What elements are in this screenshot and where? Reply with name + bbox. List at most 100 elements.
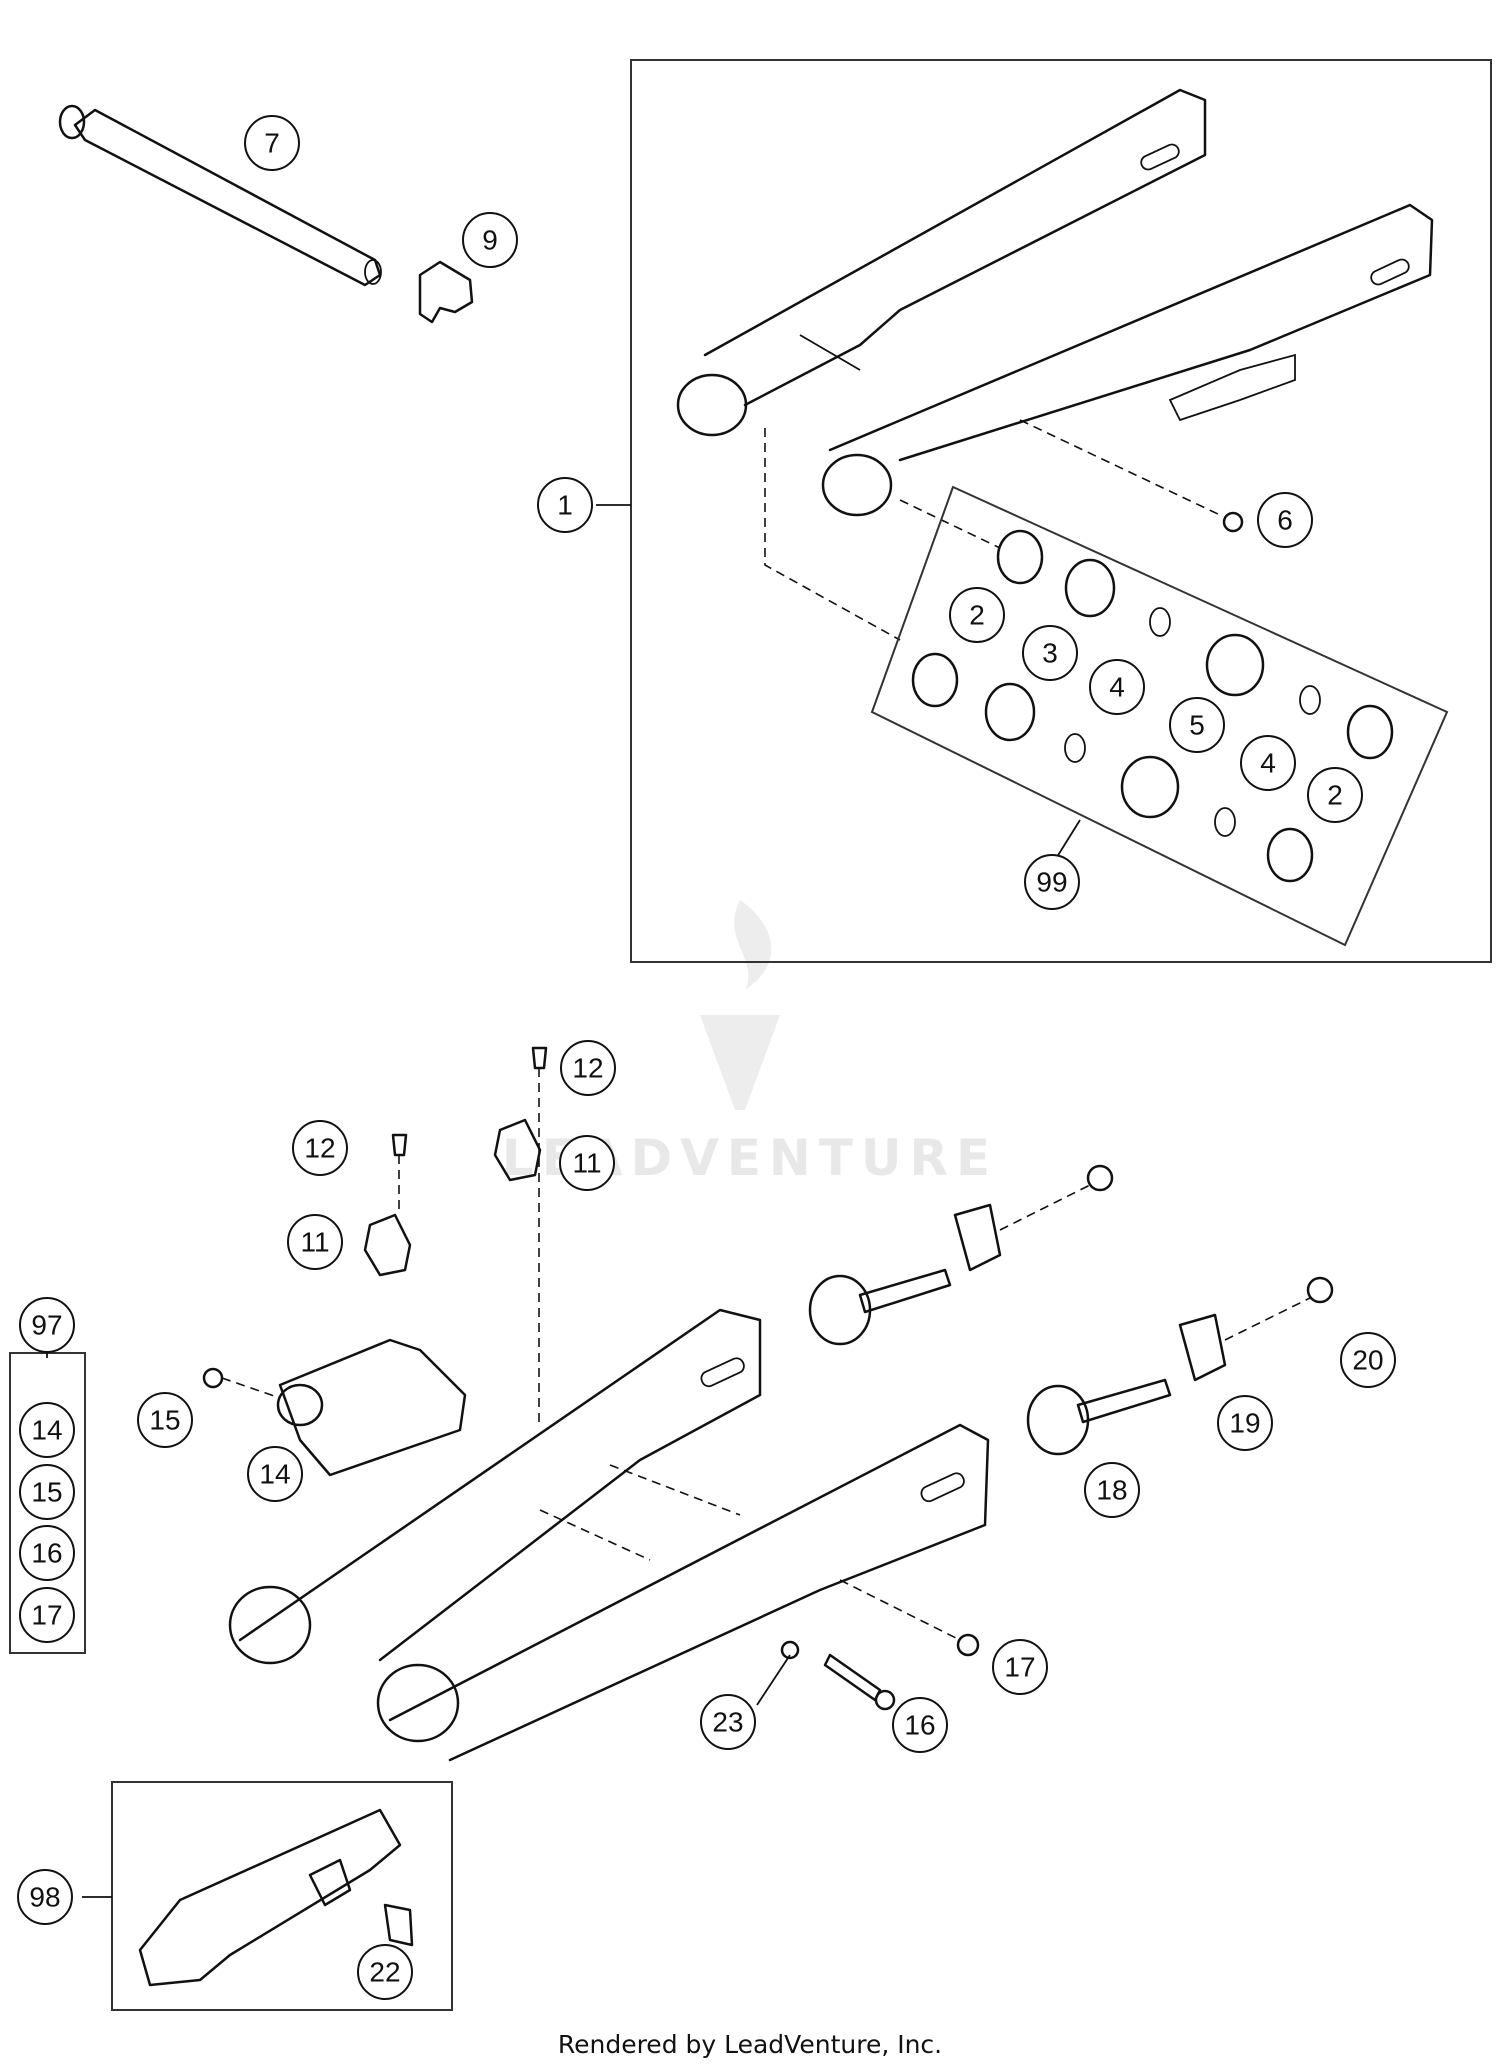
washer-part <box>202 1367 224 1389</box>
leader-line <box>756 1654 791 1706</box>
clamp-11-right <box>493 1118 542 1182</box>
callout-label: 3 <box>1042 638 1058 669</box>
callout-circle <box>537 477 593 533</box>
callout-circle <box>287 1214 343 1270</box>
swingarm-bottom <box>228 1308 990 1762</box>
callout-label: 2 <box>969 600 985 631</box>
callout-label: 97 <box>31 1310 62 1341</box>
callout-label: 11 <box>300 1227 329 1258</box>
callout-c14b: 14 <box>247 1446 303 1502</box>
callout-c1: 1 <box>537 477 593 533</box>
callout-circle <box>247 1446 303 1502</box>
callout-circle <box>462 212 518 268</box>
callout-c17a: 17 <box>19 1587 75 1643</box>
callout-circle <box>892 1697 948 1753</box>
callout-circle <box>559 1135 615 1191</box>
callout-circle <box>19 1525 75 1581</box>
callout-c23: 23 <box>700 1694 756 1750</box>
callout-label: 15 <box>149 1405 180 1436</box>
callout-circle <box>1217 1395 1273 1451</box>
callout-c9: 9 <box>462 212 518 268</box>
callout-label: 17 <box>31 1600 62 1631</box>
callout-c18: 18 <box>1084 1462 1140 1518</box>
callout-circle <box>19 1297 75 1353</box>
callout-label: 9 <box>482 225 498 256</box>
callout-c15a: 15 <box>19 1464 75 1520</box>
callout-c98: 98 <box>17 1869 73 1925</box>
callout-label: 12 <box>572 1053 603 1084</box>
bolt-12-right <box>531 1046 548 1070</box>
callout-circle <box>1169 697 1225 753</box>
callout-c2b: 2 <box>1307 767 1363 823</box>
callout-circle <box>992 1639 1048 1695</box>
dashed-leader <box>764 428 901 641</box>
callout-label: 98 <box>29 1882 60 1913</box>
callout-circle <box>1340 1332 1396 1388</box>
callout-label: 99 <box>1036 867 1067 898</box>
callout-circle <box>1024 854 1080 910</box>
callout-circle <box>700 1694 756 1750</box>
clamp-part <box>418 260 474 324</box>
callout-circle <box>1089 659 1145 715</box>
swingarm-top <box>676 88 1434 517</box>
callout-c5: 5 <box>1169 697 1225 753</box>
callout-c3: 3 <box>1022 625 1078 681</box>
callout-circle <box>19 1587 75 1643</box>
callout-c15b: 15 <box>137 1392 193 1448</box>
dashed-leader <box>899 499 1001 549</box>
callout-c2a: 2 <box>949 587 1005 643</box>
callout-label: 6 <box>1277 505 1293 536</box>
footer-credit: Rendered by LeadVenture, Inc. <box>557 2030 943 2059</box>
callout-circle <box>1022 625 1078 681</box>
callout-circle <box>560 1040 616 1096</box>
axle-part <box>58 104 382 287</box>
callout-circle <box>357 1944 413 2000</box>
callout-label: 7 <box>264 128 280 159</box>
swingarm-group-frame <box>630 59 1492 963</box>
callout-label: 19 <box>1229 1408 1260 1439</box>
callout-label: 11 <box>572 1148 601 1179</box>
callout-circle <box>1307 767 1363 823</box>
callout-c22: 22 <box>357 1944 413 2000</box>
callout-label: 20 <box>1352 1345 1383 1376</box>
clamp-11-left <box>363 1213 412 1277</box>
bolt-12-left <box>391 1133 408 1157</box>
callout-circle <box>137 1392 193 1448</box>
callout-circle <box>17 1869 73 1925</box>
dashed-leader <box>221 1377 281 1399</box>
callout-c4b: 4 <box>1240 735 1296 791</box>
callout-c14a: 14 <box>19 1402 75 1458</box>
callout-label: 17 <box>1004 1652 1035 1683</box>
dashed-leader <box>1019 419 1221 516</box>
callout-label: 4 <box>1109 672 1125 703</box>
chain-adjuster-upper <box>808 1164 1114 1346</box>
callout-circle <box>292 1120 348 1176</box>
callout-label: 12 <box>304 1133 335 1164</box>
callout-circle <box>19 1464 75 1520</box>
callout-label: 16 <box>904 1710 935 1741</box>
callout-c20: 20 <box>1340 1332 1396 1388</box>
callout-label: 5 <box>1189 710 1205 741</box>
callout-c16b: 16 <box>892 1697 948 1753</box>
callout-c97: 97 <box>19 1297 75 1353</box>
callout-c17b: 17 <box>992 1639 1048 1695</box>
callout-label: 2 <box>1327 780 1343 811</box>
callout-circle <box>1084 1462 1140 1518</box>
bolt-part <box>1222 511 1244 533</box>
callout-c16a: 16 <box>19 1525 75 1581</box>
callout-c11b: 11 <box>287 1214 343 1270</box>
callout-c12a: 12 <box>560 1040 616 1096</box>
chain-slider-part <box>276 1338 467 1477</box>
callout-c11a: 11 <box>559 1135 615 1191</box>
bearing-kit-parts <box>911 529 1394 883</box>
callout-c12b: 12 <box>292 1120 348 1176</box>
bearing-kit-frame <box>870 485 1449 947</box>
callout-label: 1 <box>557 490 573 521</box>
callout-label: 18 <box>1096 1475 1127 1506</box>
callout-label: 14 <box>31 1415 62 1446</box>
callout-label: 15 <box>31 1477 62 1508</box>
callout-label: 23 <box>712 1707 743 1738</box>
callout-c99: 99 <box>1024 854 1080 910</box>
